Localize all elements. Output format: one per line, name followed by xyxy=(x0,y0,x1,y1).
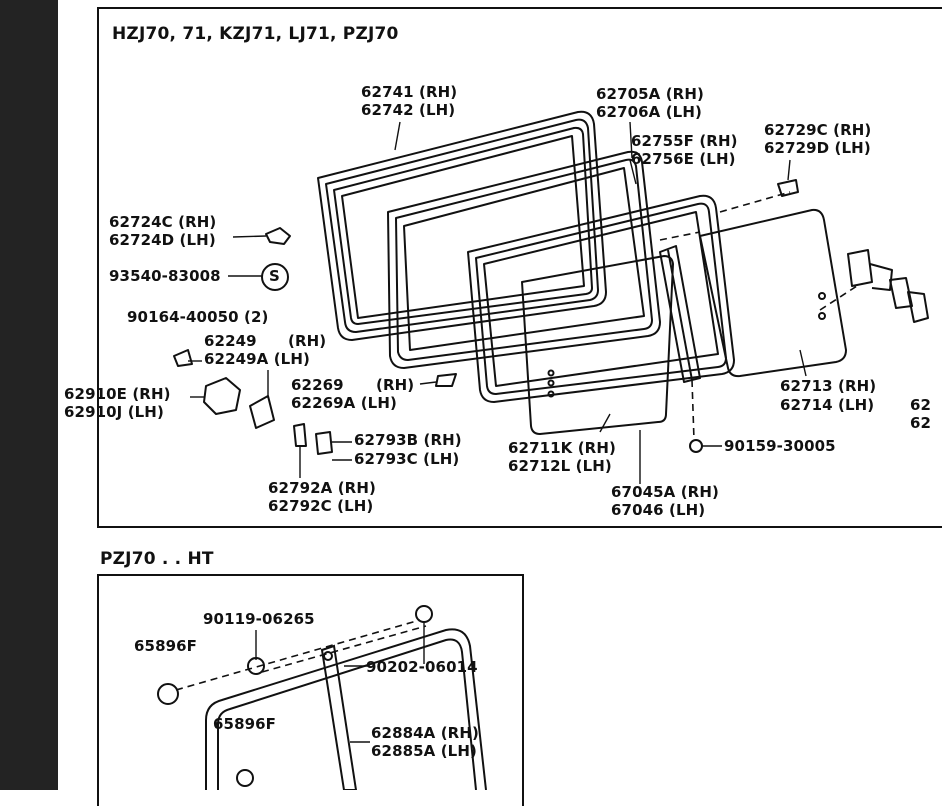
label-90202-06014: 90202-06014 xyxy=(366,658,478,676)
bracket-62249 xyxy=(249,395,275,429)
latch-62910 xyxy=(203,377,241,415)
latch-right xyxy=(847,249,873,287)
label-62741: 62741 (RH) xyxy=(361,83,458,101)
label-62729C: 62729C (RH) xyxy=(764,121,872,139)
label-62742: 62742 (LH) xyxy=(361,101,456,119)
label-62706A: 62706A (LH) xyxy=(596,103,702,121)
label-62705A: 62705A (RH) xyxy=(596,85,704,103)
bottom-window-frame xyxy=(205,628,487,790)
stopper-62793 xyxy=(315,431,333,455)
label-62714: 62714 (LH) xyxy=(780,396,875,414)
bottom-cushion-2 xyxy=(236,769,254,787)
screw-90159 xyxy=(689,439,703,453)
label-62793B: 62793B (RH) xyxy=(354,431,462,449)
label-62249A: 62249A (LH) xyxy=(204,350,310,368)
label-62713: 62713 (RH) xyxy=(780,377,877,395)
bottom-cushion xyxy=(157,683,179,705)
label-62249: 62249 xyxy=(204,332,257,350)
label-62910E: 62910E (RH) xyxy=(64,385,171,403)
label-62269A: 62269A (LH) xyxy=(291,394,397,412)
top-diagram-panel xyxy=(97,7,942,528)
label-62269-rh: (RH) xyxy=(376,376,415,394)
label-62792C: 62792C (LH) xyxy=(268,497,374,515)
label-edge-cut-1: 62 xyxy=(910,396,932,414)
label-90159-30005: 90159-30005 xyxy=(724,437,836,455)
label-62724C: 62724C (RH) xyxy=(109,213,217,231)
label-62792A: 62792A (RH) xyxy=(268,479,376,497)
label-62712L: 62712L (LH) xyxy=(508,457,612,475)
label-62884A: 62884A (RH) xyxy=(371,724,479,742)
pin-62792 xyxy=(293,423,307,447)
label-62910J: 62910J (LH) xyxy=(64,403,164,421)
label-90164-40050: 90164-40050 (2) xyxy=(127,308,269,326)
label-62724D: 62724D (LH) xyxy=(109,231,216,249)
bottom-brace-bar xyxy=(320,644,358,790)
glass-run-frame xyxy=(317,110,607,341)
part-62269 xyxy=(435,373,457,387)
bottom-diagram-panel xyxy=(97,574,524,806)
center-divider xyxy=(659,245,701,383)
label-62269: 62269 xyxy=(291,376,344,394)
clip-62729 xyxy=(777,179,799,197)
top-section-title: HZJ70, 71, KZJ71, LJ71, PZJ70 xyxy=(112,24,399,44)
label-62885A: 62885A (LH) xyxy=(371,742,477,760)
label-62711K: 62711K (RH) xyxy=(508,439,616,457)
label-90119-06265: 90119-06265 xyxy=(203,610,315,628)
label-62729D: 62729D (LH) xyxy=(764,139,871,157)
screw-s-symbol xyxy=(261,263,289,291)
right-glass-pane xyxy=(699,208,847,378)
left-dark-bar xyxy=(0,0,58,790)
sliding-window-frame xyxy=(387,150,661,369)
clip-62724 xyxy=(265,227,291,245)
label-62249-rh: (RH) xyxy=(288,332,327,350)
label-edge-cut-2: 62 xyxy=(910,414,932,432)
weatherstrip-frame xyxy=(467,194,735,403)
label-62793C: 62793C (LH) xyxy=(354,450,460,468)
label-62755F: 62755F (RH) xyxy=(631,132,738,150)
label-65896F-top: 65896F xyxy=(134,637,198,655)
label-65896F-bottom: 65896F xyxy=(213,715,277,733)
label-93540-83008: 93540-83008 xyxy=(109,267,221,285)
label-67046: 67046 (LH) xyxy=(611,501,706,519)
label-62756E: 62756E (LH) xyxy=(631,150,736,168)
bolt-90164 xyxy=(173,349,193,367)
label-s-mark: S xyxy=(269,267,280,285)
bottom-section-title: PZJ70 . . HT xyxy=(100,549,214,569)
label-67045A: 67045A (RH) xyxy=(611,483,719,501)
